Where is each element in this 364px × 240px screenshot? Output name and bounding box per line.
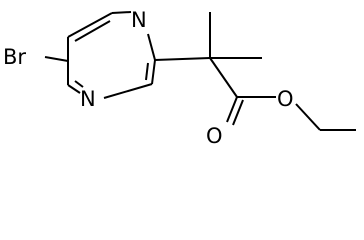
- bond-c6-n1: [111, 11, 132, 14]
- bond-c4-n4-inner: [74, 80, 84, 88]
- bond-c3-c2: [151, 59, 156, 85]
- bond-ccarbonyl-o-double-b: [232, 99, 244, 126]
- bond-c6-c5: [67, 12, 113, 38]
- bond-c2-cq: [154, 57, 211, 61]
- atom-label-o-carbonyl: O: [206, 124, 223, 148]
- bond-c6-c5-inner: [74, 20, 111, 42]
- bond-c5-br: [44, 56, 69, 62]
- atom-label-o-ester: O: [277, 87, 294, 111]
- bond-c3-c2-inner: [145, 62, 149, 81]
- bond-c2-n1: [147, 33, 156, 61]
- atom-label-n1: N: [131, 8, 147, 32]
- bond-c4-n4: [67, 84, 81, 94]
- bond-ccarbonyl-o-double-a: [226, 96, 238, 123]
- atom-label-br: Br: [3, 45, 26, 69]
- bond-oester-ch2: [295, 103, 321, 131]
- bond-cq-ccarbonyl: [209, 57, 238, 98]
- atom-label-n4: N: [80, 87, 96, 111]
- bond-n4-c3: [103, 83, 153, 99]
- structure-diagram: Br N N O O: [3, 8, 356, 148]
